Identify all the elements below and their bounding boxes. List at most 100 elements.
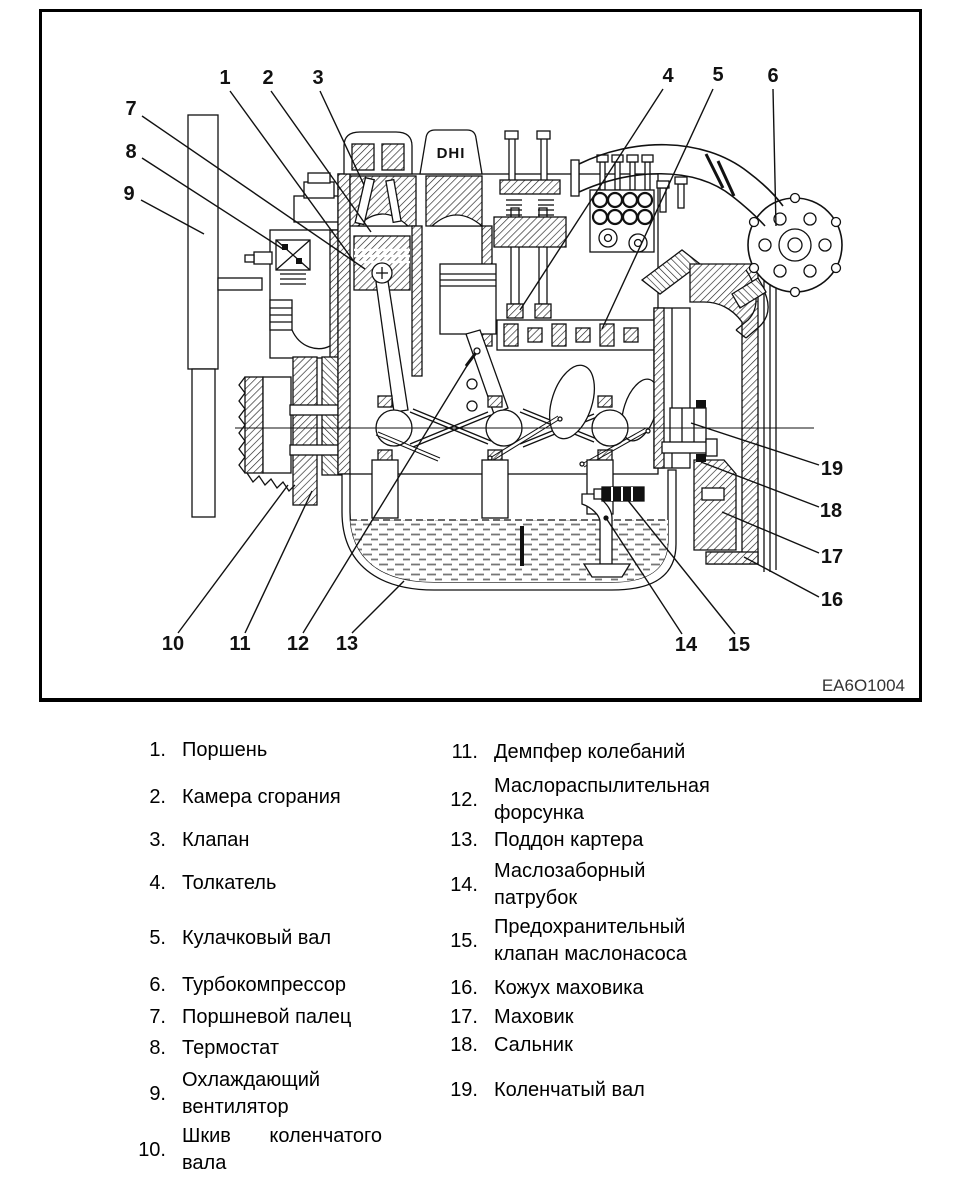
legend-num: 3. (149, 829, 166, 851)
callout-16: 16 (821, 589, 843, 611)
legend-label: Поддон картера (494, 829, 644, 851)
callout-18: 18 (820, 500, 842, 522)
legend-num: 13. (450, 829, 478, 851)
dipstick (520, 526, 524, 566)
callout-17: 17 (821, 546, 843, 568)
legend-num: 16. (450, 977, 478, 999)
legend-item-17: 17. Маховик (430, 1004, 729, 1031)
callout-9: 9 (123, 183, 134, 205)
legend-item-18: 18.Сальник (430, 1032, 729, 1059)
legend-item-2: 2. Камера сгорания (120, 784, 382, 811)
legend-label: Поршневой палец (182, 1006, 352, 1028)
legend-label: Термостат (182, 1037, 279, 1059)
callout-1: 1 (219, 67, 230, 89)
legend-item-13: 13. Поддон картера (430, 827, 729, 854)
callout-19: 19 (821, 458, 843, 480)
leader-line-7 (141, 115, 366, 270)
exhaust-duct (731, 269, 769, 339)
engine-logo: DHI (437, 145, 466, 162)
valve-cover-1 (343, 131, 413, 175)
legend-item-9: 9.Охлаждающий вентилятор (120, 1067, 382, 1121)
crankshaft-flange-seal (661, 400, 718, 462)
leader-line-18 (700, 461, 820, 508)
callout-13: 13 (336, 633, 358, 655)
legend-item-7: 7.Поршневой палец (120, 1004, 382, 1031)
flywheel (693, 459, 737, 551)
legend-item-8: 8. Термостат (120, 1035, 382, 1062)
legend-num: 17. (450, 1006, 478, 1028)
piston-1 (353, 235, 411, 413)
legend-label: Клапан (182, 829, 250, 851)
leader-line-14 (605, 517, 683, 635)
leader-line-12 (302, 355, 474, 634)
leader-line-5 (601, 88, 714, 330)
legend-label: Коленчатый вал (494, 1079, 645, 1101)
crankshaft-pulley-damper (238, 356, 357, 506)
legend-item-4: 4. Толкатель (120, 870, 382, 897)
legend-item-14: 14. Маслозаборный патрубок (430, 858, 729, 912)
legend-num: 8. (149, 1037, 166, 1059)
pushrods-tappets (506, 207, 552, 319)
callout-15: 15 (728, 634, 750, 656)
legend-item-15: 15. Предохранительный клапан маслонасоса (430, 914, 729, 968)
legend-item-6: 6. Турбокомпрессор (120, 972, 382, 999)
legend-item-5: 5.Кулачковый вал (120, 925, 382, 952)
legend-item-12: 12. Маслораспылительная форсунка (430, 773, 729, 827)
turbocharger (747, 192, 843, 298)
legend-item-11: 11.Демпфер колебаний (430, 739, 729, 766)
legend-label: Кулачковый вал (182, 927, 332, 949)
legend-item-1: 1.Поршень (120, 737, 382, 764)
leader-line-8 (141, 157, 284, 250)
leader-line-4 (519, 88, 664, 311)
legend-num: 18. (450, 1034, 478, 1056)
legend-num: 2. (149, 786, 166, 808)
legend-item-19: 19. Коленчатый вал (430, 1077, 729, 1104)
legend-label: Шкив коленчатого вала (182, 1125, 382, 1174)
legend-label: Камера сгорания (182, 786, 341, 808)
drawing-code: EA6O1004 (822, 676, 905, 695)
camshaft (496, 319, 658, 351)
callout-8: 8 (125, 141, 136, 163)
legend-num: 4. (149, 872, 166, 894)
leader-line-1 (229, 90, 356, 264)
leader-line-13 (351, 580, 405, 634)
legend-label: Маховик (494, 1006, 574, 1028)
legend-num: 10. (138, 1138, 166, 1161)
callout-5: 5 (712, 64, 723, 86)
legend-num: 9. (149, 1082, 166, 1105)
legend-num: 12. (450, 788, 478, 811)
front-cover-thermostat (244, 229, 343, 359)
callout-3: 3 (312, 67, 323, 89)
legend-label: Турбокомпрессор (182, 974, 346, 996)
leader-line-17 (721, 511, 820, 554)
leader-line-16 (743, 556, 820, 598)
intake-pipe (570, 143, 784, 227)
callout-11: 11 (229, 633, 250, 655)
legend-num: 15. (450, 929, 478, 952)
leader-line-3 (319, 90, 365, 186)
legend-num: 19. (450, 1079, 478, 1101)
legend-label: Кожух маховика (494, 977, 644, 999)
legend-item-3: 3. Клапан (120, 827, 382, 854)
legend-label: Маслораспылительная форсунка (494, 775, 710, 824)
leader-line-15 (625, 497, 736, 635)
legend-label: Толкатель (182, 872, 277, 894)
valve-cover-dhi (419, 129, 483, 175)
legend-num: 1. (149, 739, 166, 761)
injection-pump (589, 154, 655, 253)
callout-6: 6 (767, 65, 778, 87)
legend-item-16: 16. Кожух маховика (430, 975, 729, 1002)
legend-label: Демпфер колебаний (494, 741, 686, 763)
leader-line-19 (690, 422, 820, 466)
legend-item-10: 10. Шкив коленчатого вала (120, 1123, 382, 1177)
legend-num: 14. (450, 873, 478, 896)
legend-label: Предохранительный клапан маслонасоса (494, 916, 687, 965)
legend-num: 6. (149, 974, 166, 996)
callout-7: 7 (125, 98, 136, 120)
leader-dot-14 (603, 515, 609, 521)
legend-label: Маслозаборный патрубок (494, 860, 646, 909)
callout-2: 2 (262, 67, 273, 89)
